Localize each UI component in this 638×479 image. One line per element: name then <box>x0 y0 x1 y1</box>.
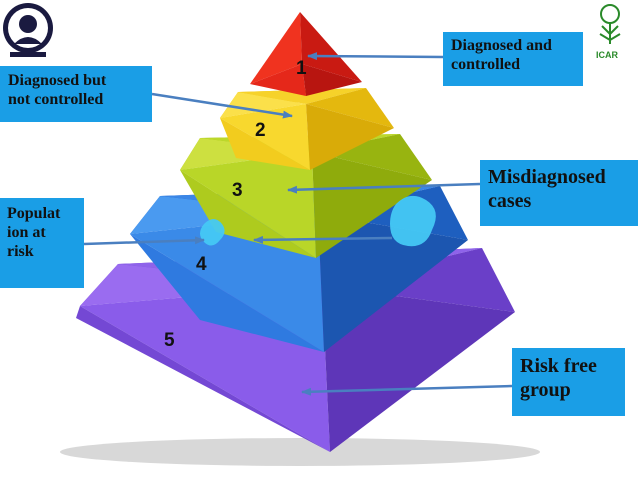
callout-risk-free: Risk free group <box>512 348 625 416</box>
pyramid-level-1 <box>250 12 362 96</box>
blob-right <box>390 195 436 247</box>
level-number-3: 3 <box>232 180 243 201</box>
arrow-5 <box>301 384 513 396</box>
level-number-5: 5 <box>164 330 175 351</box>
arrow-2 <box>151 92 293 119</box>
callout-diagnosed-not-controlled: Diagnosed but not controlled <box>0 66 152 122</box>
arrow-4 <box>83 236 205 246</box>
blob-left <box>200 219 225 246</box>
level-number-2: 2 <box>255 120 266 141</box>
level-number-4: 4 <box>196 254 207 275</box>
callout-diagnosed-controlled: Diagnosed and controlled <box>443 32 583 86</box>
icar-logo: ICAR <box>596 4 621 60</box>
arrow-3 <box>287 182 481 194</box>
callout-misdiagnosed: Misdiagnosed cases <box>480 160 638 226</box>
pyramid-shadow <box>60 438 540 466</box>
arrow-1 <box>307 52 444 61</box>
arrow-4b <box>253 235 393 244</box>
ivri-logo <box>3 3 53 57</box>
icar-logo-text: ICAR <box>596 50 618 60</box>
callout-population-at-risk: Populat ion at risk <box>0 198 84 288</box>
level-number-1: 1 <box>296 58 307 79</box>
